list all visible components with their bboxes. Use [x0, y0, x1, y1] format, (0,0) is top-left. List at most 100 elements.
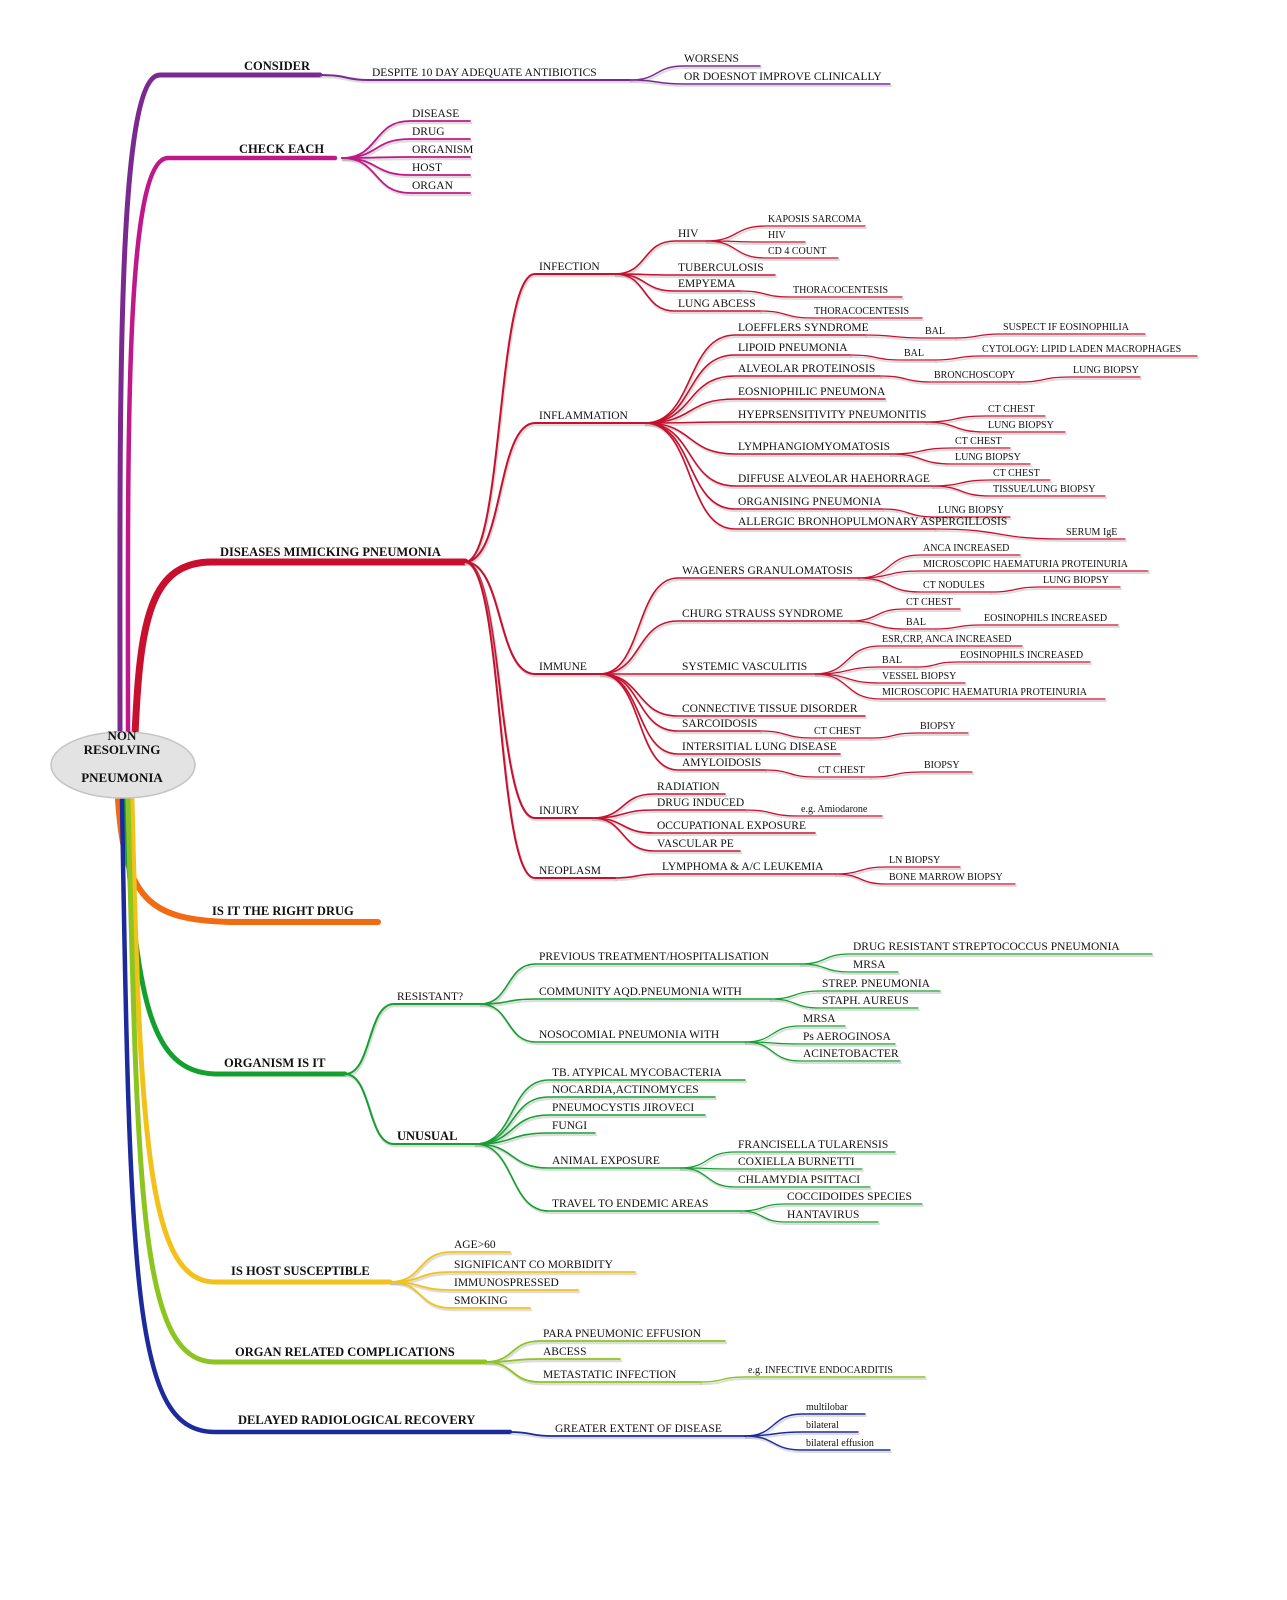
organ-item[interactable]: ABCESS	[543, 1346, 586, 1358]
check-item[interactable]: ORGANISM	[412, 144, 473, 156]
comm-item[interactable]: STREP. PNEUMONIA	[822, 978, 931, 990]
churg-node[interactable]: CHURG STRAUSS SYNDROME	[682, 608, 843, 620]
check-title[interactable]: CHECK EACH	[239, 142, 324, 156]
abcess-test[interactable]: THORACOCENTESIS	[814, 306, 909, 317]
unusual-item[interactable]: PNEUMOCYSTIS JIROVECI	[552, 1102, 694, 1114]
prev-item[interactable]: MRSA	[853, 959, 886, 971]
unusual-title[interactable]: UNUSUAL	[397, 1129, 457, 1143]
check-item[interactable]: DISEASE	[412, 108, 459, 120]
delay-node[interactable]: GREATER EXTENT OF DISEASE	[555, 1423, 722, 1435]
alveolar-test[interactable]: BRONCHOSCOPY	[934, 370, 1015, 381]
injury-title[interactable]: INJURY	[539, 805, 580, 817]
lipoid-bal[interactable]: BAL	[904, 348, 924, 359]
lam-test[interactable]: LUNG BIOPSY	[955, 452, 1021, 463]
op-test[interactable]: LUNG BIOPSY	[938, 505, 1004, 516]
dah-node[interactable]: DIFFUSE ALVEOLAR HAEHORRAGE	[738, 473, 930, 485]
dah-test[interactable]: CT CHEST	[993, 468, 1040, 479]
alveolar-note[interactable]: LUNG BIOPSY	[1073, 365, 1139, 376]
hiv-item[interactable]: HIV	[768, 230, 787, 241]
animal-item[interactable]: FRANCISELLA TULARENSIS	[738, 1139, 888, 1151]
travel-item[interactable]: COCCIDOIDES SPECIES	[787, 1191, 912, 1203]
delay-item[interactable]: multilobar	[806, 1402, 848, 1413]
wegener-test[interactable]: CT NODULES	[923, 580, 985, 591]
ild-node[interactable]: INTERSITIAL LUNG DISEASE	[682, 741, 837, 753]
organ-item[interactable]: PARA PNEUMONIC EFFUSION	[543, 1328, 702, 1340]
injury-item[interactable]: OCCUPATIONAL EXPOSURE	[657, 820, 806, 832]
wegener-test[interactable]: ANCA INCREASED	[923, 543, 1009, 554]
hiv-item[interactable]: KAPOSIS SARCOMA	[768, 214, 862, 225]
organ-note[interactable]: e.g. INFECTIVE ENDOCARDITIS	[748, 1365, 893, 1376]
amyl-node[interactable]: AMYLOIDOSIS	[682, 757, 761, 769]
resistant-title[interactable]: RESISTANT?	[397, 991, 463, 1003]
animal-item[interactable]: CHLAMYDIA PSITTACI	[738, 1174, 860, 1186]
organ-title[interactable]: ORGAN RELATED COMPLICATIONS	[235, 1345, 455, 1359]
unusual-item[interactable]: NOCARDIA,ACTINOMYCES	[552, 1084, 699, 1096]
sarc-node[interactable]: SARCOIDOSIS	[682, 718, 757, 730]
disease-title[interactable]: DISEASES MIMICKING PNEUMONIA	[220, 545, 441, 559]
check-item[interactable]: DRUG	[412, 126, 445, 138]
ctd-node[interactable]: CONNECTIVE TISSUE DISORDER	[682, 703, 858, 715]
travel-item[interactable]: HANTAVIRUS	[787, 1209, 859, 1221]
sv-test[interactable]: ESR,CRP, ANCA INCREASED	[882, 634, 1011, 645]
dah-test[interactable]: TISSUE/LUNG BIOPSY	[993, 484, 1096, 495]
tb-node[interactable]: TUBERCULOSIS	[678, 262, 764, 274]
drug-title[interactable]: IS IT THE RIGHT DRUG	[212, 904, 354, 918]
noso-item[interactable]: Ps AEROGINOSA	[803, 1031, 892, 1043]
op-node[interactable]: ORGANISING PNEUMONIA	[738, 496, 882, 508]
neoplasm-test[interactable]: BONE MARROW BIOPSY	[889, 872, 1003, 883]
unusual-item[interactable]: FUNGI	[552, 1120, 587, 1132]
prev-item[interactable]: DRUG RESISTANT STREPTOCOCCUS PNEUMONIA	[853, 941, 1120, 953]
lam-node[interactable]: LYMPHANGIOMYOMATOSIS	[738, 441, 890, 453]
neoplasm-title[interactable]: NEOPLASM	[539, 865, 601, 877]
neoplasm-test[interactable]: LN BIOPSY	[889, 855, 940, 866]
empyema-node[interactable]: EMPYEMA	[678, 278, 736, 290]
empyema-test[interactable]: THORACOCENTESIS	[793, 285, 888, 296]
wegener-test[interactable]: MICROSCOPIC HAEMATURIA PROTEINURIA	[923, 559, 1129, 570]
sv-test[interactable]: MICROSCOPIC HAEMATURIA PROTEINURIA	[882, 687, 1088, 698]
consider-worsens[interactable]: WORSENS	[684, 53, 739, 65]
comm-node[interactable]: COMMUNITY AQD.PNEUMONIA WITH	[539, 986, 742, 998]
alveolar-node[interactable]: ALVEOLAR PROTEINOSIS	[738, 363, 875, 375]
lipoid-note[interactable]: CYTOLOGY: LIPID LADEN MACROPHAGES	[982, 344, 1181, 355]
churg-note[interactable]: EOSINOPHILS INCREASED	[984, 613, 1107, 624]
noso-item[interactable]: ACINETOBACTER	[803, 1048, 899, 1060]
animal-node[interactable]: ANIMAL EXPOSURE	[552, 1155, 660, 1167]
delay-item[interactable]: bilateral effusion	[806, 1438, 874, 1449]
loeffler-node[interactable]: LOEFFLERS SYNDROME	[738, 322, 869, 334]
sv-test[interactable]: VESSEL BIOPSY	[882, 671, 956, 682]
amyl-note[interactable]: BIOPSY	[924, 760, 960, 771]
injury-item[interactable]: VASCULAR PE	[657, 838, 734, 850]
travel-node[interactable]: TRAVEL TO ENDEMIC AREAS	[552, 1198, 708, 1210]
churg-test[interactable]: BAL	[906, 617, 926, 628]
loeffler-bal[interactable]: BAL	[925, 326, 945, 337]
abcess-node[interactable]: LUNG ABCESS	[678, 298, 756, 310]
hiv-node[interactable]: HIV	[678, 228, 699, 240]
loeffler-note[interactable]: SUSPECT IF EOSINOPHILIA	[1003, 322, 1130, 333]
check-item[interactable]: ORGAN	[412, 180, 454, 192]
delay-item[interactable]: bilateral	[806, 1420, 839, 1431]
immune-title[interactable]: IMMUNE	[539, 661, 587, 673]
hyper-test[interactable]: CT CHEST	[988, 404, 1035, 415]
infection-title[interactable]: INFECTION	[539, 261, 600, 273]
unusual-item[interactable]: TB. ATYPICAL MYCOBACTERIA	[552, 1067, 723, 1079]
churg-test[interactable]: CT CHEST	[906, 597, 953, 608]
host-title[interactable]: IS HOST SUSCEPTIBLE	[231, 1264, 370, 1278]
root-node[interactable]: NON RESOLVING PNEUMONIA	[50, 728, 196, 799]
hyper-test[interactable]: LUNG BIOPSY	[988, 420, 1054, 431]
injury-drug-note[interactable]: e.g. Amiodarone	[801, 804, 868, 815]
hiv-item[interactable]: CD 4 COUNT	[768, 246, 826, 257]
host-item[interactable]: IMMUNOSPRESSED	[454, 1277, 559, 1289]
injury-item[interactable]: RADIATION	[657, 781, 720, 793]
delay-title[interactable]: DELAYED RADIOLOGICAL RECOVERY	[238, 1413, 475, 1427]
host-item[interactable]: SIGNIFICANT CO MORBIDITY	[454, 1259, 614, 1271]
consider-antibiotics[interactable]: DESPITE 10 DAY ADEQUATE ANTIBIOTICS	[372, 67, 597, 79]
neoplasm-item[interactable]: LYMPHOMA & A/C LEUKEMIA	[662, 861, 824, 873]
check-item[interactable]: HOST	[412, 162, 442, 174]
host-item[interactable]: SMOKING	[454, 1295, 508, 1307]
noso-item[interactable]: MRSA	[803, 1013, 836, 1025]
sv-node[interactable]: SYSTEMIC VASCULITIS	[682, 661, 807, 673]
abpa-node[interactable]: ALLERGIC BRONHOPULMONARY ASPERGILLOSIS	[738, 516, 1007, 528]
host-item[interactable]: AGE>60	[454, 1239, 496, 1251]
animal-item[interactable]: COXIELLA BURNETTI	[738, 1156, 855, 1168]
hyper-node[interactable]: HYEPRSENSITIVITY PNEUMONITIS	[738, 409, 926, 421]
